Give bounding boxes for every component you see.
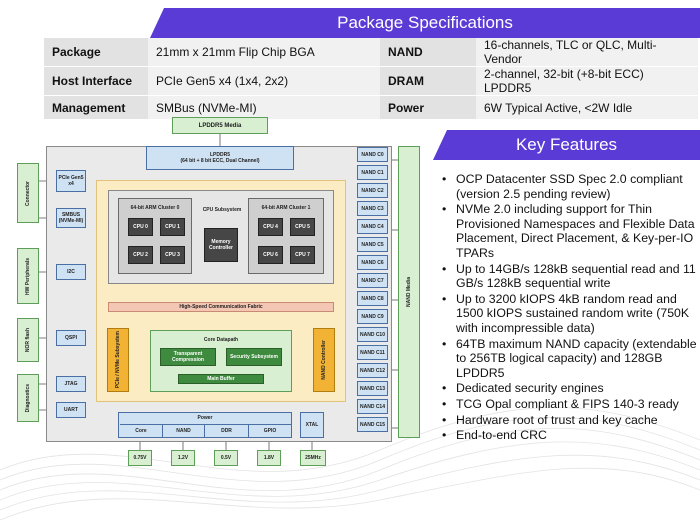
cpu-5-box: CPU 5 xyxy=(290,218,315,236)
spec-value-package: 21mm x 21mm Flip Chip BGA xyxy=(148,38,380,67)
diagnostics-label: Diagnostics xyxy=(25,383,31,413)
core-datapath-title: Core Datapath xyxy=(203,337,239,343)
lpddr5-subtitle: (64 bit + 8 bit ECC, Dual Channel) xyxy=(180,158,260,164)
smbus-interface-box: SMBUS (NVMe-MI) xyxy=(56,208,86,228)
nand-channel: NAND C1 xyxy=(357,165,388,180)
spec-key-host-interface: Host Interface xyxy=(44,66,148,96)
nand-channel: NAND C13 xyxy=(357,381,388,396)
hw-peripherals-label: HW Peripherals xyxy=(25,257,31,295)
nand-channel: NAND C10 xyxy=(357,327,388,342)
memory-controller-box: Memory Controller xyxy=(204,228,238,262)
feature-item: OCP Datacenter SSD Spec 2.0 compliant (v… xyxy=(436,172,698,201)
cpu-6-box: CPU 6 xyxy=(258,246,283,264)
lpddr5-controller-box: LPDDR5 (64 bit + 8 bit ECC, Dual Channel… xyxy=(146,146,294,170)
nand-channel: NAND C15 xyxy=(357,417,388,432)
diagnostics-box: Diagnostics xyxy=(17,374,39,422)
feature-item: Dedicated security engines xyxy=(436,381,698,396)
nor-flash-box: NOR flash xyxy=(17,318,39,362)
key-features-list: OCP Datacenter SSD Spec 2.0 compliant (v… xyxy=(436,172,698,444)
power-domain-nand: NAND xyxy=(162,424,204,437)
arm-cluster-1-title: 64-bit ARM Cluster 1 xyxy=(261,205,311,211)
power-box: Power xyxy=(118,412,292,438)
key-features-banner: Key Features xyxy=(433,130,700,160)
feature-item: Up to 14GB/s 128kB sequential read and 1… xyxy=(436,262,698,291)
communication-fabric-bar: High-Speed Communication Fabric xyxy=(108,302,334,312)
spec-table: Package 21mm x 21mm Flip Chip BGA NAND 1… xyxy=(44,38,698,120)
power-domain-ddr: DDR xyxy=(204,424,248,437)
power-domain-core: Core xyxy=(120,424,162,437)
cpu-2-box: CPU 2 xyxy=(128,246,153,264)
spec-value-dram: 2-channel, 32-bit (+8-bit ECC) LPDDR5 xyxy=(476,66,698,96)
feature-item: 64TB maximum NAND capacity (extendable t… xyxy=(436,337,698,381)
nand-media-box: NAND Media xyxy=(398,146,420,438)
cpu-1-box: CPU 1 xyxy=(160,218,185,236)
voltage-core: 0.75V xyxy=(128,450,152,466)
uart-interface-box: UART xyxy=(56,402,86,418)
spec-value-management: SMBus (NVMe-MI) xyxy=(148,95,380,120)
transparent-compression-box: Transparent Compression xyxy=(160,348,216,366)
voltage-gpio: 1.8V xyxy=(257,450,281,466)
voltage-ddr: 0.5V xyxy=(214,450,238,466)
nand-channel: NAND C14 xyxy=(357,399,388,414)
feature-item: TCG Opal compliant & FIPS 140-3 ready xyxy=(436,397,698,412)
spec-value-nand: 16-channels, TLC or QLC, Multi-Vendor xyxy=(476,38,698,67)
lpddr5-title: LPDDR5 xyxy=(209,152,230,158)
feature-item: End-to-end CRC xyxy=(436,428,698,443)
nand-controller-box: NAND Controller xyxy=(313,328,335,392)
nand-channel: NAND C7 xyxy=(357,273,388,288)
spec-key-management: Management xyxy=(44,95,148,120)
spec-value-power: 6W Typical Active, <2W Idle xyxy=(476,95,698,120)
nand-channel: NAND C9 xyxy=(357,309,388,324)
pcie-nvme-subsystem-box: PCIe / NVMe Subsystem xyxy=(107,328,129,392)
security-subsystem-box: Security Subsystem xyxy=(226,348,282,366)
cpu-7-box: CPU 7 xyxy=(290,246,315,264)
nor-flash-label: NOR flash xyxy=(25,327,31,353)
nand-channel: NAND C2 xyxy=(357,183,388,198)
jtag-interface-box: JTAG xyxy=(56,376,86,392)
nand-channel: NAND C0 xyxy=(357,147,388,162)
cpu-subsystem-title: CPU Subsystem xyxy=(202,207,242,213)
connector-label: Connector xyxy=(25,180,31,206)
nand-channel: NAND C3 xyxy=(357,201,388,216)
qspi-interface-box: QSPI xyxy=(56,330,86,346)
spec-row-package: Package 21mm x 21mm Flip Chip BGA NAND 1… xyxy=(44,38,698,67)
spec-key-nand: NAND xyxy=(380,38,476,67)
spec-row-management: Management SMBus (NVMe-MI) Power 6W Typi… xyxy=(44,95,698,120)
nand-media-label: NAND Media xyxy=(406,276,412,307)
spec-key-package: Package xyxy=(44,38,148,67)
arm-cluster-0-title: 64-bit ARM Cluster 0 xyxy=(130,205,180,211)
feature-item: NVMe 2.0 including support for Thin Prov… xyxy=(436,202,698,260)
hw-peripherals-box: HW Peripherals xyxy=(17,248,39,304)
spec-value-host-interface: PCIe Gen5 x4 (1x4, 2x2) xyxy=(148,66,380,96)
nand-channel: NAND C5 xyxy=(357,237,388,252)
nand-channel: NAND C11 xyxy=(357,345,388,360)
nand-controller-label: NAND Controller xyxy=(321,340,327,380)
nand-channel: NAND C12 xyxy=(357,363,388,378)
power-domain-gpio: GPIO xyxy=(248,424,291,437)
nand-channel: NAND C6 xyxy=(357,255,388,270)
voltage-nand: 1.2V xyxy=(171,450,195,466)
spec-key-power: Power xyxy=(380,95,476,120)
main-buffer-box: Main Buffer xyxy=(178,374,264,384)
xtal-box: XTAL xyxy=(300,412,324,438)
connector-box: Connector xyxy=(17,163,39,223)
nand-channel: NAND C8 xyxy=(357,291,388,306)
cpu-4-box: CPU 4 xyxy=(258,218,283,236)
lpddr5-media-box: LPDDR5 Media xyxy=(172,117,268,134)
pcie-nvme-subsystem-label: PCIe / NVMe Subsystem xyxy=(115,331,121,389)
spec-key-dram: DRAM xyxy=(380,66,476,96)
pcie-interface-box: PCIe Gen5 x4 xyxy=(56,170,86,192)
spec-row-host-interface: Host Interface PCIe Gen5 x4 (1x4, 2x2) D… xyxy=(44,66,698,96)
power-title: Power xyxy=(197,415,213,421)
nand-channel: NAND C4 xyxy=(357,219,388,234)
i2c-interface-box: I2C xyxy=(56,264,86,280)
feature-item: Up to 3200 kIOPS 4kB random read and 150… xyxy=(436,292,698,336)
cpu-0-box: CPU 0 xyxy=(128,218,153,236)
xtal-frequency: 25MHz xyxy=(300,450,326,466)
package-specifications-banner: Package Specifications xyxy=(150,8,700,38)
feature-item: Hardware root of trust and key cache xyxy=(436,413,698,428)
cpu-3-box: CPU 3 xyxy=(160,246,185,264)
